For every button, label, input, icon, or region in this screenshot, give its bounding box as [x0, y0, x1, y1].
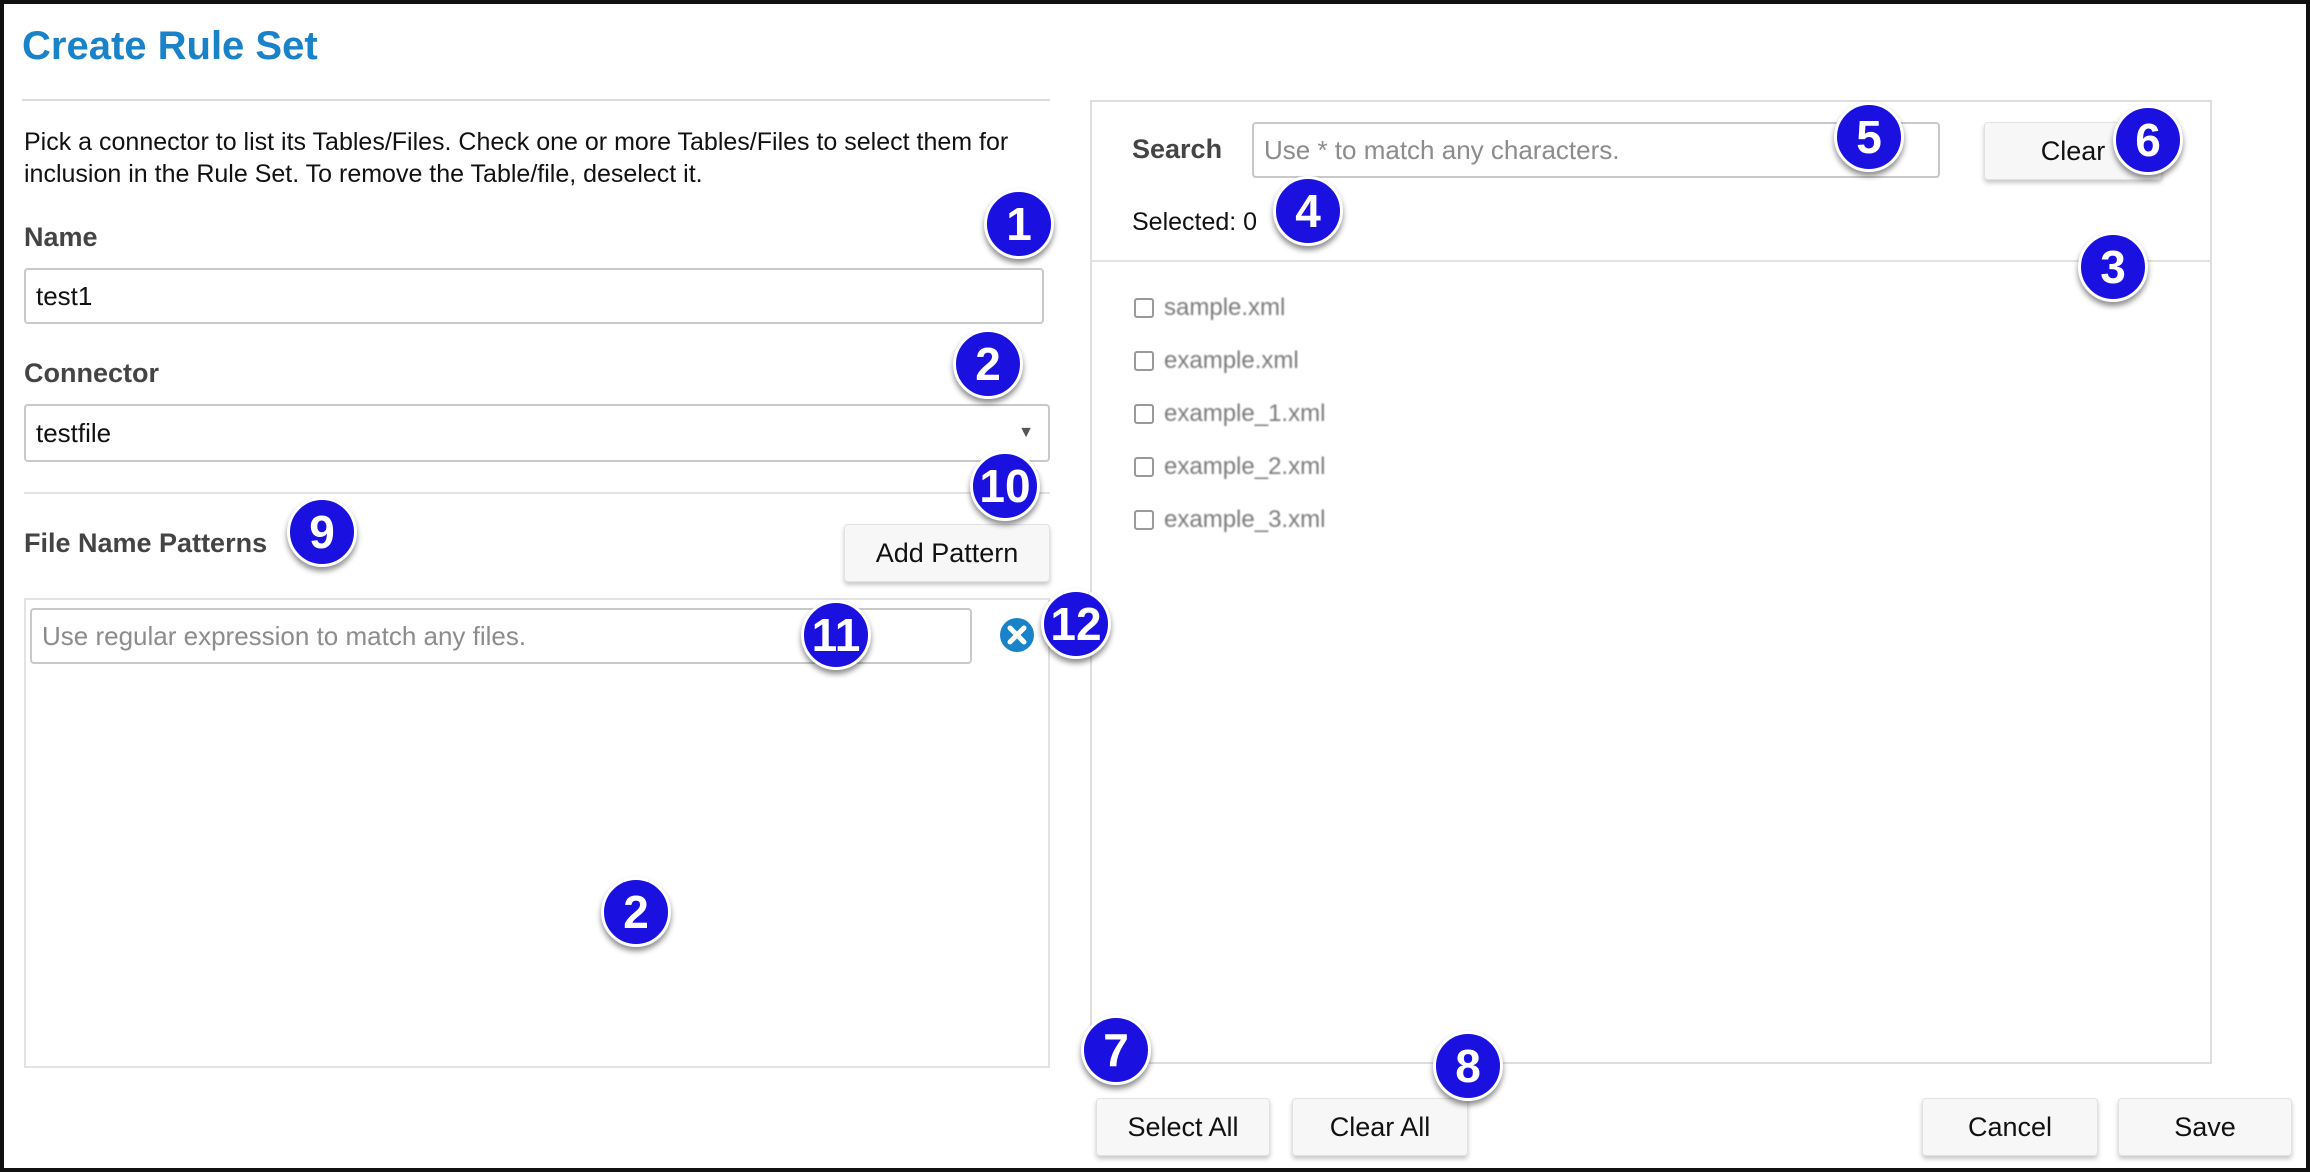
- file-checkbox[interactable]: [1134, 298, 1154, 318]
- connector-label: Connector: [24, 358, 159, 388]
- dropdown-arrow-icon: ▼: [1018, 424, 1034, 441]
- name-input[interactable]: test1: [24, 268, 1044, 324]
- callout-badge: 10: [970, 451, 1040, 521]
- file-checkbox[interactable]: [1134, 404, 1154, 424]
- file-checkbox[interactable]: [1134, 351, 1154, 371]
- callout-badge: 9: [287, 497, 357, 567]
- file-name: sample.xml: [1164, 294, 1286, 321]
- file-list-item[interactable]: example_1.xml: [1134, 397, 1325, 431]
- callout-badge: 5: [1834, 102, 1904, 172]
- callout-badge: 11: [801, 600, 871, 670]
- callout-badge: 12: [1041, 589, 1111, 659]
- clear-all-button[interactable]: Clear All: [1292, 1098, 1468, 1156]
- callout-badge: 7: [1081, 1015, 1151, 1085]
- file-name: example.xml: [1164, 347, 1299, 374]
- remove-pattern-icon[interactable]: [998, 616, 1036, 654]
- cancel-button[interactable]: Cancel: [1922, 1098, 2098, 1156]
- callout-badge: 1: [984, 189, 1054, 259]
- selected-count: Selected: 0: [1132, 208, 1258, 236]
- title-divider: [22, 99, 1050, 101]
- file-name: example_3.xml: [1164, 506, 1326, 533]
- file-list-item[interactable]: example_2.xml: [1134, 450, 1325, 484]
- callout-badge: 2: [953, 329, 1023, 399]
- callout-badge: 8: [1433, 1031, 1503, 1101]
- page-title: Create Rule Set: [22, 24, 318, 68]
- file-list-item[interactable]: example_3.xml: [1134, 503, 1325, 537]
- file-name: example_1.xml: [1164, 400, 1326, 427]
- callout-badge: 4: [1273, 176, 1343, 246]
- search-label: Search: [1132, 134, 1223, 164]
- add-pattern-button[interactable]: Add Pattern: [844, 524, 1050, 582]
- panel-divider: [1092, 260, 2210, 262]
- patterns-container: [24, 598, 1050, 1068]
- file-selection-panel: [1090, 100, 2212, 1064]
- select-all-button[interactable]: Select All: [1096, 1098, 1270, 1156]
- name-label: Name: [24, 222, 98, 252]
- connector-select-value: testfile: [36, 417, 112, 448]
- file-name: example_2.xml: [1164, 453, 1326, 480]
- file-checkbox[interactable]: [1134, 457, 1154, 477]
- file-list-item[interactable]: sample.xml: [1134, 291, 1285, 325]
- callout-badge: 3: [2078, 232, 2148, 302]
- name-input-value: test1: [36, 280, 93, 311]
- file-list-item[interactable]: example.xml: [1134, 344, 1299, 378]
- pattern-input-placeholder: Use regular expression to match any file…: [42, 620, 527, 651]
- file-checkbox[interactable]: [1134, 510, 1154, 530]
- search-input-placeholder: Use * to match any characters.: [1264, 134, 1620, 165]
- callout-badge: 6: [2113, 105, 2183, 175]
- save-button[interactable]: Save: [2118, 1098, 2292, 1156]
- patterns-label: File Name Patterns: [24, 528, 268, 558]
- connector-select[interactable]: testfile ▼: [24, 404, 1050, 462]
- callout-badge: 2: [601, 877, 671, 947]
- search-input[interactable]: Use * to match any characters.: [1252, 122, 1940, 178]
- intro-text: Pick a connector to list its Tables/File…: [24, 128, 1009, 188]
- section-divider: [24, 492, 1050, 494]
